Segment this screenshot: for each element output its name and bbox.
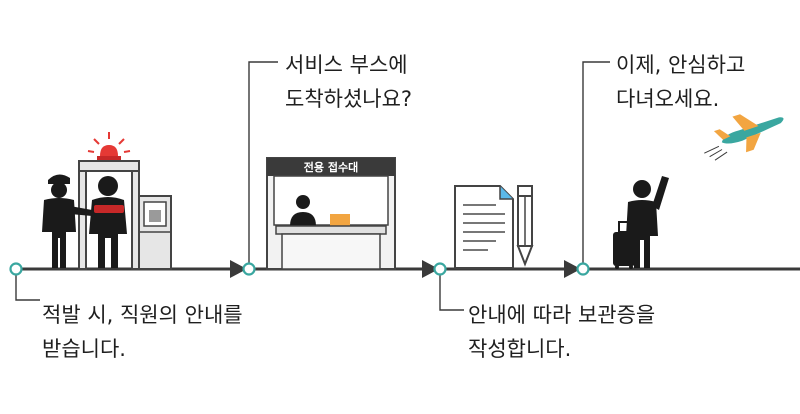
- timeline-arrow-3: [564, 260, 581, 278]
- step-3-line-1: 안내에 따라 보관증을: [468, 303, 656, 327]
- step-2-line-2: 도착하셨나요?: [285, 87, 413, 111]
- callout-line-1: [15, 269, 40, 301]
- timeline-node-2: [242, 262, 256, 276]
- step-4-line-2: 다녀오세요.: [616, 87, 720, 111]
- pencil-icon: [516, 185, 534, 267]
- timeline-arrow-1: [230, 260, 247, 278]
- step-4-caption: 이제, 안심하고 다녀오세요.: [616, 48, 745, 116]
- timeline-node-1: [9, 262, 23, 276]
- timeline-node-4: [576, 262, 590, 276]
- clerk-icon: [296, 195, 310, 209]
- step-2-caption: 서비스 부스에 도착하셨나요?: [285, 48, 412, 116]
- step-2-line-1: 서비스 부스에: [285, 53, 408, 77]
- document-icon: [454, 185, 514, 269]
- step-3-caption: 안내에 따라 보관증을 작성합니다.: [468, 298, 655, 366]
- reception-booth-icon: [266, 157, 396, 270]
- booth-sign: 전용 접수대: [304, 160, 358, 174]
- callout-line-2: [248, 61, 278, 269]
- step-4-line-1: 이제, 안심하고: [616, 53, 746, 77]
- step-1-line-1: 적발 시, 직원의 안내를: [42, 303, 243, 327]
- step-1-caption: 적발 시, 직원의 안내를 받습니다.: [42, 298, 243, 366]
- callout-line-4: [582, 61, 610, 269]
- traveler-waving-icon: [613, 176, 669, 269]
- step-1-line-2: 받습니다.: [42, 337, 126, 361]
- callout-line-3: [439, 269, 464, 311]
- xray-scanner-icon: [138, 195, 172, 270]
- airplane-icon: [704, 114, 784, 161]
- timeline-arrow-2: [422, 260, 439, 278]
- passenger-icon: [89, 176, 127, 268]
- timeline-node-3: [433, 262, 447, 276]
- security-officer-icon: [42, 174, 92, 268]
- alarm-light-icon: [87, 132, 131, 161]
- step-3-line-2: 작성합니다.: [468, 337, 572, 361]
